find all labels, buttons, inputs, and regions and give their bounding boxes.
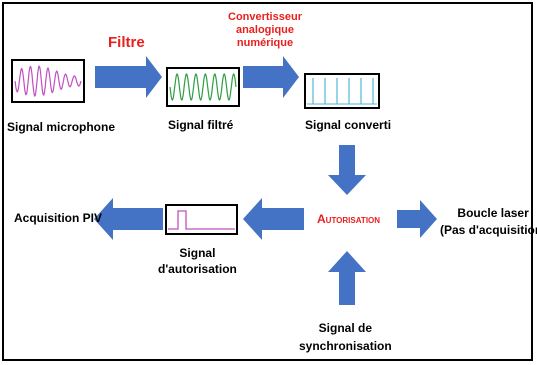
signal-synchronisation-line-2: synchronisation	[299, 339, 392, 353]
autorisation-label: Autorisation	[317, 212, 381, 226]
convertisseur-line-2: analogique	[235, 24, 295, 36]
acquisition-piv-label: Acquisition PIV	[14, 211, 103, 225]
filtered-waveform	[169, 72, 237, 102]
signal-converti-label: Signal converti	[305, 118, 392, 132]
signal-microphone-label: Signal microphone	[7, 120, 116, 134]
microphone-waveform	[14, 65, 82, 98]
authorization-pulse	[168, 210, 235, 230]
signal-autorisation-line-2: d'autorisation	[158, 262, 237, 276]
arrow-left-to-acquisition-piv	[94, 198, 163, 240]
signal-filtre-box	[166, 67, 240, 107]
filtre-label: Filtre	[108, 34, 145, 51]
arrow-down-to-autorisation	[328, 145, 366, 195]
convertisseur-label: Convertisseur analogique numérique	[228, 11, 302, 50]
signal-synchronisation-label: Signal de synchronisation	[299, 319, 392, 355]
boucle-laser-label: Boucle laser (Pas d'acquisition)	[440, 205, 537, 239]
signal-autorisation-line-1: Signal	[179, 246, 216, 260]
arrow-up-from-synchronisation	[328, 251, 366, 305]
signal-synchronisation-line-1: Signal de	[318, 321, 373, 335]
arrow-left-to-signal-autorisation	[243, 198, 304, 240]
boucle-laser-line-1: Boucle laser	[457, 206, 529, 220]
convertisseur-line-1: Convertisseur	[228, 11, 302, 23]
boucle-laser-line-2: (Pas d'acquisition)	[440, 223, 537, 237]
arrow-right-to-boucle-laser	[397, 200, 437, 238]
converted-pulses	[312, 78, 374, 104]
signal-autorisation-box	[165, 204, 238, 235]
signal-filtre-label: Signal filtré	[168, 118, 234, 132]
diagram-frame	[2, 2, 533, 361]
arrow-right-convertisseur	[243, 56, 299, 98]
signal-converti-box	[304, 73, 380, 109]
arrow-right-filtre	[95, 56, 162, 98]
signal-microphone-box	[11, 59, 85, 103]
signal-autorisation-label: Signal d'autorisation	[158, 245, 237, 277]
convertisseur-line-3: numérique	[236, 37, 294, 49]
